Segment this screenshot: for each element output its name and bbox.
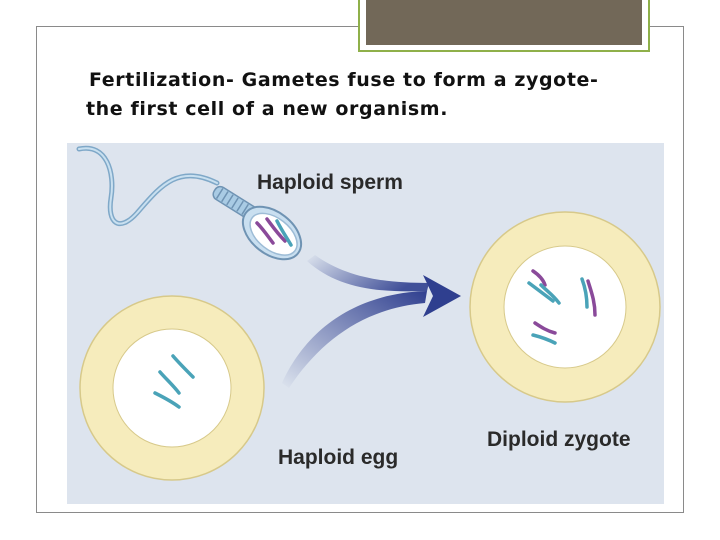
fertilization-figure: Haploid sperm Haploid egg Diploid zygote [67, 143, 664, 504]
egg-cytoplasm [112, 328, 232, 448]
label-diploid-zygote: Diploid zygote [487, 428, 631, 451]
zygote-chromosomes [527, 269, 597, 345]
slide-heading: Fertilization- Gametes fuse to form a zy… [86, 66, 686, 124]
fertilization-arrow-tail [282, 291, 427, 388]
label-haploid-sperm: Haploid sperm [257, 171, 403, 194]
sperm-tail [76, 145, 220, 227]
fertilization-arrow-head [423, 275, 461, 317]
label-haploid-egg: Haploid egg [278, 446, 399, 469]
sperm-head [241, 205, 303, 261]
fertilization-arrow-upper [307, 255, 429, 292]
zygote-cytoplasm [503, 245, 627, 369]
sperm-tail-highlight [78, 147, 218, 225]
heading-line-1: Fertilization- Gametes fuse to form a zy… [89, 69, 599, 91]
title-tab-fill [366, 0, 642, 45]
title-tab [358, 0, 650, 52]
sperm-chromosomes [255, 217, 293, 247]
egg-chromosomes [153, 354, 195, 409]
heading-line-2: the first cell of a new organism. [86, 98, 449, 120]
fertilization-diagram [76, 145, 661, 481]
